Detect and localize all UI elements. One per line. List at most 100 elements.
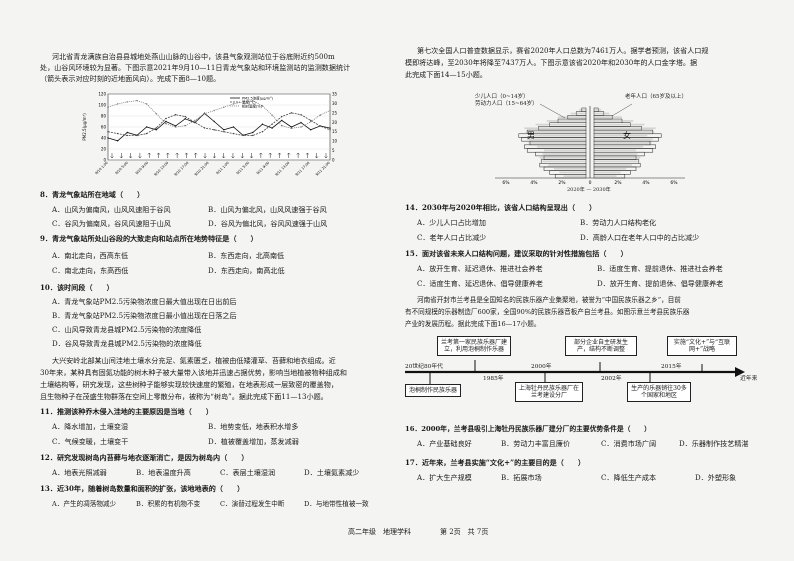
footer-grade-subject: 高二年级 地理学科 [348,528,411,536]
wind-arrow-icon [175,152,179,158]
pyramid-xtick-label: 6% [670,180,678,186]
q8-option-c[interactable]: C．谷风为偏南风，谷风风速阻于山风 [52,219,171,228]
pyramid-leader-line [539,103,566,119]
timeline-box-self-rd: 部分企业自主研发生产，结构不断调整 [565,336,637,356]
q13-option-a[interactable]: A．产生的凋落物减少 [52,500,117,508]
pyramid-bar-2030-female [594,142,652,144]
pyramid-bar-2030-female [594,160,638,163]
q14-option-c[interactable]: C．老年人口占比减少 [417,233,487,242]
q10-option-a[interactable]: A．青龙气象站PM2.5污染物浓度日最大值出现在日出前后 [52,297,237,306]
q16-option-d[interactable]: D．乐器制作技艺精湛 [679,439,749,448]
chart-point [290,127,293,130]
q8-option-d[interactable]: D．谷风为偏北风，谷风风速强于山风 [208,219,328,228]
q9-option-b[interactable]: B．东西走向，北高南低 [208,251,285,260]
timeline-box-first-factory: 兰考第一家民族乐器厂建立，利用泡桐制作乐器 [437,336,511,356]
q11-option-d[interactable]: D．植被覆盖增加，蒸发减弱 [208,437,299,446]
q15-option-c[interactable]: C．适度生育、延迟退休、倡导健康养老 [417,279,544,288]
wind-arrow-icon [315,153,319,159]
chart-legend-label: 温度(℃) [242,99,256,104]
q9-option-c[interactable]: C．南北走向，东高西低 [52,266,129,275]
chart-point [223,129,225,131]
chart-ytick-label: 120 [98,92,106,97]
q11-option-c[interactable]: C．气候变暖，土壤变干 [52,437,129,446]
pyramid-bar-2030-female [594,116,622,119]
chart-point [232,103,235,105]
chart-ytick-label: 20 [101,147,107,152]
pyramid-bar-2030-male [579,109,586,111]
q9-option-a[interactable]: A．南北走向，西高东低 [52,251,129,260]
wind-arrow-icon [249,153,254,159]
q10-option-c[interactable]: C．山风导致青龙县城PM2.5污染物的浓度降低 [52,325,202,334]
intro-16-17-line1: 河南省开封市兰考县是全国知名的民族乐器产业集聚地，被誉为“中国民族乐器之乡”，目… [417,296,681,304]
chart-series-line [107,112,331,142]
pyramid-bar-2030-female [594,164,632,166]
chart-point [252,99,254,102]
chart-point [300,126,302,128]
timeline-label-2002: 2002年 [601,376,622,382]
q15-option-d[interactable]: D．放开生育、提前退休、倡导健康养老 [597,279,724,288]
chart-point [136,99,138,102]
q13-option-c[interactable]: C．演替过程发生中断 [220,500,285,508]
q16-option-c[interactable]: C．消费市场广阔 [601,439,657,448]
q12-option-d[interactable]: D．土壤氮素减少 [304,468,360,477]
pyramid-bar-2030-female [594,127,656,130]
q14-option-a[interactable]: A．少儿人口占比增加 [417,218,486,227]
intro-14-15-line3: 此完成下面14—15小题。 [405,70,487,79]
q8-stem: 8．青龙气象站所在地域（ ） [40,190,145,199]
pyramid-bar-2030-male [558,116,586,119]
q17-option-d[interactable]: D．外塑形象 [695,473,737,482]
chart-point [281,115,283,118]
pyramid-female-label: 女 [623,131,631,140]
wind-arrow-icon [128,153,133,159]
q11-option-b[interactable]: B．地势变低，地表积水增多 [208,422,299,431]
pyramid-bar-2030-male [542,153,586,155]
pyramid-bar-2030-female [594,112,610,115]
chart-xtick-label: 9/11 21:00 [315,161,331,177]
q17-option-a[interactable]: A．扩大生产规模 [417,473,472,482]
q13-option-b[interactable]: B．积累的有机物不变 [136,500,201,508]
q15-option-a[interactable]: A．放开生育、延迟退休、推进社会养老 [417,264,543,273]
q10-option-d[interactable]: D．谷风导致青龙县城PM2.5污染物的浓度降低 [52,339,202,348]
q12-option-a[interactable]: A．地表光照减弱 [52,468,107,477]
chart-y2tick-label: 35 [332,92,338,97]
timeline-box-paulownia: 泡桐制作民族乐器 [405,384,461,397]
q16-option-a[interactable]: A．产业基础良好 [417,439,472,448]
pyramid-xtick-label: 4% [530,180,538,186]
q8-option-a[interactable]: A．山风为偏南风，山风风速阻于谷风 [52,205,171,214]
q9-option-d[interactable]: D．东西走向，南高北低 [208,266,285,275]
chart-point [319,114,322,116]
q11-option-a[interactable]: A．降水增加，土壤变湿 [52,422,129,431]
q15-option-b[interactable]: B．适度生育、提前退休、推进社会养老 [597,264,723,273]
q14-option-b[interactable]: B．劳动力人口结构老化 [580,218,657,227]
chart-point [194,121,196,123]
intro-16-17-line2: 有不同规模的乐器制造厂600家，全国90%的民族乐器音板产自兰考县。如图示意兰考… [405,308,690,316]
q14-stem: 14．2030年与2020年相比，该省人口结构呈现出（ ） [405,203,597,212]
chart-point [174,125,177,127]
q10-option-b[interactable]: B．青龙气象站PM2.5污染物浓度日最小值出现在日落之后 [52,311,237,320]
q8-option-b[interactable]: B．山风为偏北风，山风风速强于谷风 [208,205,327,214]
pyramid-bar-2030-female [594,109,601,111]
chart-ylabel: PM2.5(μg/m³) [82,113,87,141]
pyramid-bar-2030-male [539,156,586,159]
chart-point [203,127,206,129]
chart-y2tick-label: 5 [332,148,335,153]
q17-option-b[interactable]: B．拓展市场 [501,473,542,482]
chart-y2tick-label: 15 [332,129,338,134]
chart-point [145,103,148,105]
q16-option-b[interactable]: B．劳动力丰富且廉价 [501,439,571,448]
q17-stem: 17．近年来，兰考县实施“文化+”的主要目的是（ ） [405,458,586,467]
chart-point [271,123,273,125]
q12-option-c[interactable]: C．表层土壤湿润 [220,468,276,477]
chart-y2tick-label: 0 [332,158,335,163]
pyramid-leader-line [611,103,633,117]
chart-point [213,120,215,123]
wind-arrow-icon [259,152,263,158]
q14-option-d[interactable]: D．高龄人口在老年人口中的占比减少 [580,233,700,242]
q12-option-b[interactable]: B．地表温度升高 [136,468,191,477]
q17-option-c[interactable]: C．降低生产成本 [601,473,657,482]
wind-arrow-icon [268,152,272,158]
q13-option-d[interactable]: D．与地带性植被一致 [304,500,369,508]
timeline-axis [405,360,745,384]
